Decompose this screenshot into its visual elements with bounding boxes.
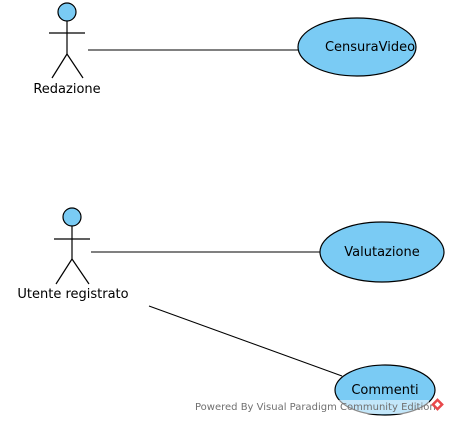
actor-utente-registrato[interactable]: Utente registrato: [17, 207, 129, 302]
use-case-label: CensuraVideo: [325, 40, 415, 55]
use-case-label: Commenti: [351, 383, 418, 398]
actor-label: Utente registrato: [17, 287, 128, 302]
use-case-valutazione[interactable]: Valutazione: [319, 221, 445, 283]
actor-label: Redazione: [33, 82, 100, 97]
use-case-ellipse: [297, 17, 417, 77]
watermark-text: Powered By Visual Paradigm Community Edi…: [195, 402, 436, 413]
association-utente-commenti: [148, 305, 343, 377]
actor-head: [57, 2, 77, 22]
use-case-ellipse: [319, 221, 445, 283]
actor-head: [62, 207, 82, 227]
use-case-label: Valutazione: [344, 245, 419, 260]
visual-paradigm-logo-icon: [431, 398, 444, 411]
use-case-censuravideo[interactable]: CensuraVideo: [297, 17, 417, 77]
actor-redazione[interactable]: Redazione: [33, 2, 101, 97]
